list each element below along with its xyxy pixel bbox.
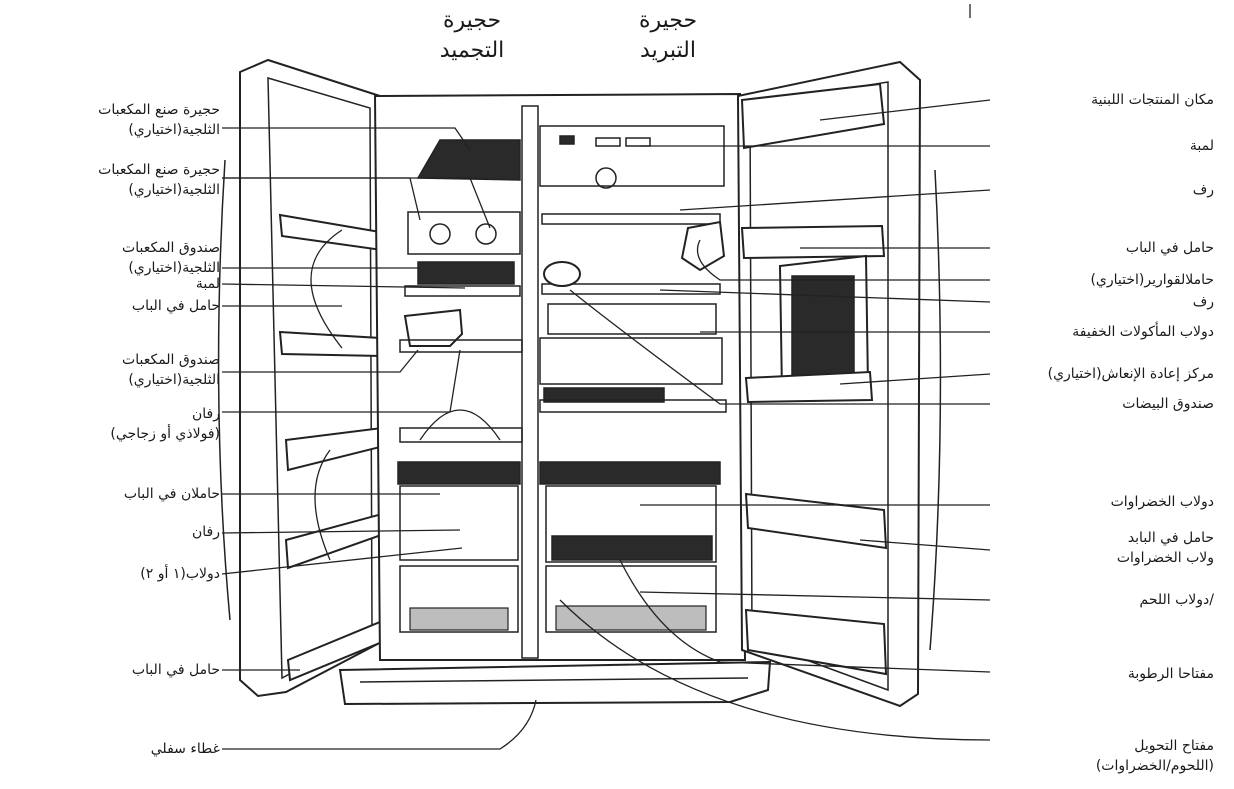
label-vegetable-drawer: دولاب الخضراوات bbox=[1110, 494, 1214, 510]
label-freezer-drawer: دولاب(١ أو ٢) bbox=[140, 566, 220, 582]
label-freezer-door-bin-2: حامل في الباب bbox=[131, 662, 220, 678]
right-door-bin-4 bbox=[744, 608, 888, 676]
label-bottom-cover: غطاء سفلي bbox=[150, 741, 220, 757]
fridge-compartment-header: حجيرة التبريد bbox=[638, 8, 698, 63]
left-door bbox=[217, 58, 387, 698]
label-humidity-switches: مفتاحا الرطوبة bbox=[1127, 666, 1214, 682]
label-fridge-door-bin: حامل في الباب bbox=[1125, 240, 1214, 256]
label-ice-cube-box-1: صندوق المكعبات الثلجية(اختياري) bbox=[122, 240, 220, 276]
bottle-holder bbox=[680, 220, 726, 272]
leader-lines-right bbox=[559, 4, 991, 741]
label-vegetable-door-bin: حامل في البابد ولاب الخضراوات bbox=[1116, 530, 1214, 566]
label-refresh-center: مركز إعادة الإنعاش(اختياري) bbox=[1047, 366, 1214, 382]
label-ice-cube-box-2: صندوق المكعبات الثلجية(اختياري) bbox=[122, 352, 220, 388]
right-door bbox=[680, 60, 942, 708]
cabinet bbox=[338, 92, 772, 706]
freezer-ice-maker bbox=[416, 139, 521, 181]
label-egg-box: صندوق البيضات bbox=[1122, 396, 1214, 412]
label-conversion-switch: مفتاح التحويل (اللحوم/الخضراوات) bbox=[1095, 738, 1214, 774]
label-snack-drawer: دولاب المأكولات الخفيفة bbox=[1072, 324, 1214, 340]
label-ice-maker-2: حجيرة صنع المكعبات الثلجية(اختياري) bbox=[98, 162, 220, 198]
dairy-compartment bbox=[740, 82, 886, 150]
label-freezer-door-bins: حاملان في الباب bbox=[123, 486, 220, 502]
label-bottle-holder: حاملالقوارير(اختياري) bbox=[1090, 272, 1214, 288]
leader-lines-left bbox=[221, 127, 537, 750]
label-dairy-compartment: مكان المنتجات اللبنية bbox=[1091, 92, 1214, 108]
right-door-bin-1 bbox=[740, 224, 886, 260]
label-freezer-door-bin-1: حامل في الباب bbox=[131, 298, 220, 314]
egg-box-cup bbox=[543, 261, 581, 287]
fridge-control-panel bbox=[539, 125, 725, 187]
label-fridge-shelf-1: رف bbox=[1192, 182, 1214, 198]
label-meat-drawer: /دولاب اللحم bbox=[1139, 592, 1214, 608]
right-door-bin-2 bbox=[744, 370, 874, 404]
label-ice-maker-1: حجيرة صنع المكعبات الثلجية(اختياري) bbox=[98, 102, 220, 138]
label-fridge-shelf-2: رف bbox=[1192, 294, 1214, 310]
label-fridge-lamp: لمبة bbox=[1189, 138, 1214, 154]
label-freezer-shelves: رفان (فولاذي أو زجاجي) bbox=[110, 406, 220, 442]
freezer-compartment-header: حجيرة التجميد bbox=[439, 8, 505, 63]
bottom-cover bbox=[338, 660, 772, 706]
label-freezer-shelves-2: رفان bbox=[192, 524, 220, 540]
label-freezer-lamp: لمبة bbox=[195, 276, 220, 292]
